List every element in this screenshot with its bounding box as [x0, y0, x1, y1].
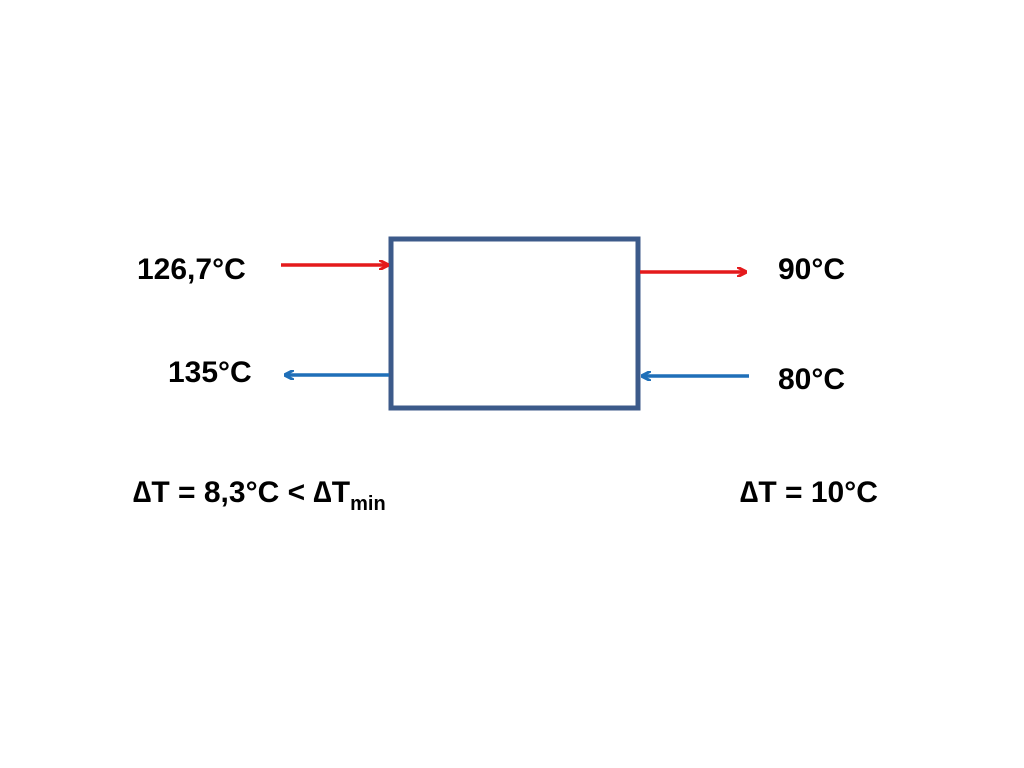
- heat-exchanger-box: [388, 236, 641, 411]
- delta-t-min-subscript: min: [350, 493, 386, 515]
- delta-t-left-main: ∆T = 8,3°C < ∆T: [133, 476, 351, 509]
- cold-outlet-temperature-label: 135°C: [168, 356, 252, 389]
- hot-inlet-temperature-label: 126,7°C: [137, 253, 246, 286]
- delta-t-left-label: ∆T = 8,3°C < ∆Tmin: [133, 475, 386, 514]
- cold-inlet-temperature-label: 80°C: [778, 363, 846, 396]
- delta-t-right-label: ∆T = 10°C: [740, 476, 878, 509]
- hot-outlet-temperature-label: 90°C: [778, 253, 846, 286]
